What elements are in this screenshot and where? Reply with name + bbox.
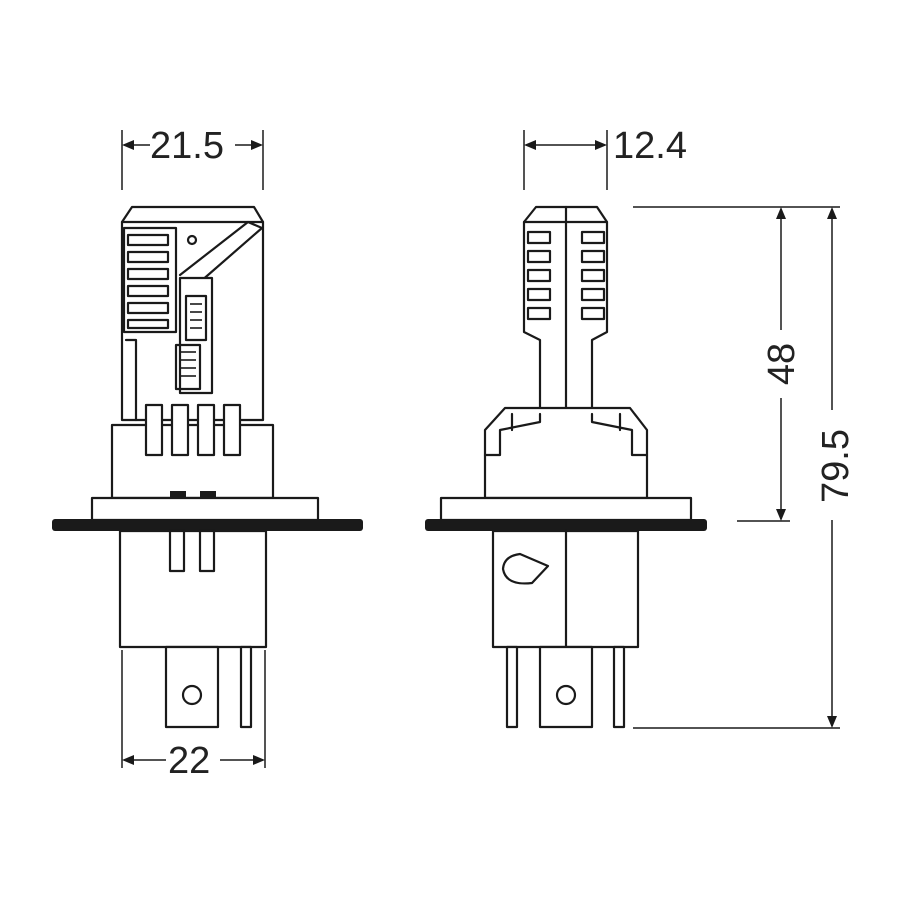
front-view-lamp: [52, 205, 363, 729]
front-bottom-dimension: [121, 650, 266, 768]
side-right-fins: [580, 230, 606, 321]
front-pins: [164, 645, 253, 729]
side-total-height-label: 79.5: [814, 429, 857, 503]
side-keying-tab: [501, 552, 550, 585]
front-bottom-width-label: 22: [168, 740, 211, 782]
side-height-dimensions: [633, 206, 840, 729]
side-left-fins: [526, 230, 552, 321]
side-pins: [505, 645, 626, 729]
side-view-lamp: [425, 205, 707, 729]
front-led-board: [174, 276, 214, 395]
front-left-fins: [122, 226, 178, 334]
front-top-width-label: 21.5: [150, 125, 224, 167]
front-top-dimension: [121, 130, 264, 190]
front-collar-tabs: [144, 403, 242, 457]
side-upper-height-label: 48: [761, 342, 804, 386]
side-top-dimension: [523, 130, 608, 190]
side-top-width-label: 12.4: [613, 125, 687, 167]
